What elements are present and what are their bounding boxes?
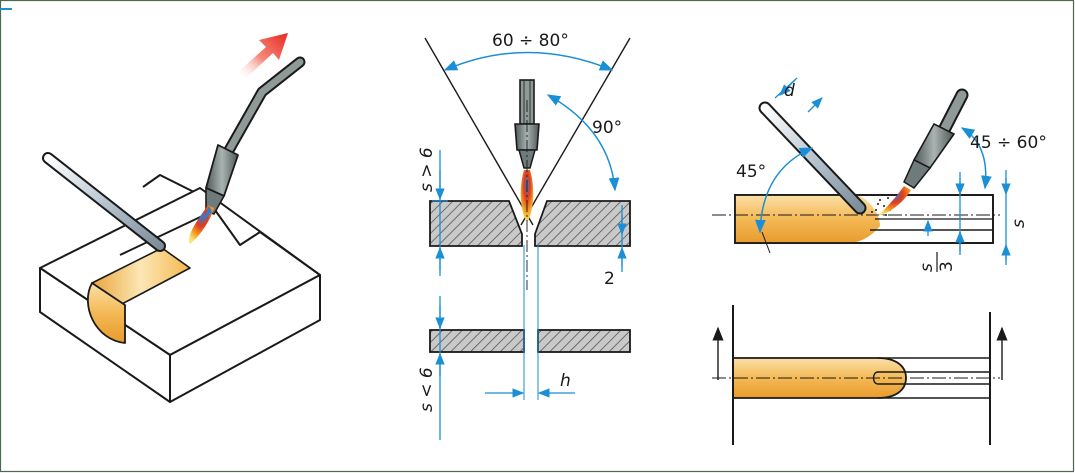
torch-tilt-label: 45 ÷ 60° bbox=[970, 133, 1047, 153]
filler-rod bbox=[42, 152, 166, 252]
direction-arrow-icon bbox=[238, 33, 288, 78]
gap-label: h bbox=[560, 371, 571, 391]
torch-tilt-arc bbox=[960, 127, 992, 190]
thick-condition-label: s > 6 bbox=[417, 147, 437, 192]
flame-cone bbox=[203, 206, 212, 222]
tilted-torch bbox=[878, 88, 969, 216]
upper-plate bbox=[119, 209, 321, 276]
thickness-label: s bbox=[1009, 219, 1029, 228]
flame-icon bbox=[878, 186, 911, 216]
weld-cross-section bbox=[87, 282, 126, 344]
thick-plate-right bbox=[534, 200, 631, 247]
torch bbox=[205, 56, 306, 215]
isometric-welding-view bbox=[39, 33, 321, 403]
thick-plate-left bbox=[429, 200, 523, 247]
thin-plate-left bbox=[429, 329, 525, 353]
rod-angle-arc bbox=[754, 147, 814, 234]
v-groove-view: 60 ÷ 80° 90° s > 6 2 bbox=[417, 31, 631, 440]
penetration-den: 3 bbox=[937, 261, 957, 272]
torch-angle-arc bbox=[546, 94, 620, 192]
thin-condition-label: s < 6 bbox=[417, 367, 437, 412]
penetration-num: s bbox=[917, 263, 937, 272]
root-face-label: 2 bbox=[604, 269, 615, 289]
rod-angle-label: 45° bbox=[736, 162, 766, 182]
rod-angle-view: d 45° 45 ÷ 60° s s 3 bbox=[712, 77, 1047, 272]
filler-rod-right bbox=[758, 101, 867, 215]
thin-plate-right bbox=[537, 329, 631, 353]
groove-angle-label: 60 ÷ 80° bbox=[492, 31, 569, 51]
rod-diameter-label: d bbox=[784, 81, 795, 101]
torch-angle-label: 90° bbox=[592, 118, 622, 138]
groove-angle-arc bbox=[443, 51, 614, 71]
top-view bbox=[712, 305, 1008, 445]
